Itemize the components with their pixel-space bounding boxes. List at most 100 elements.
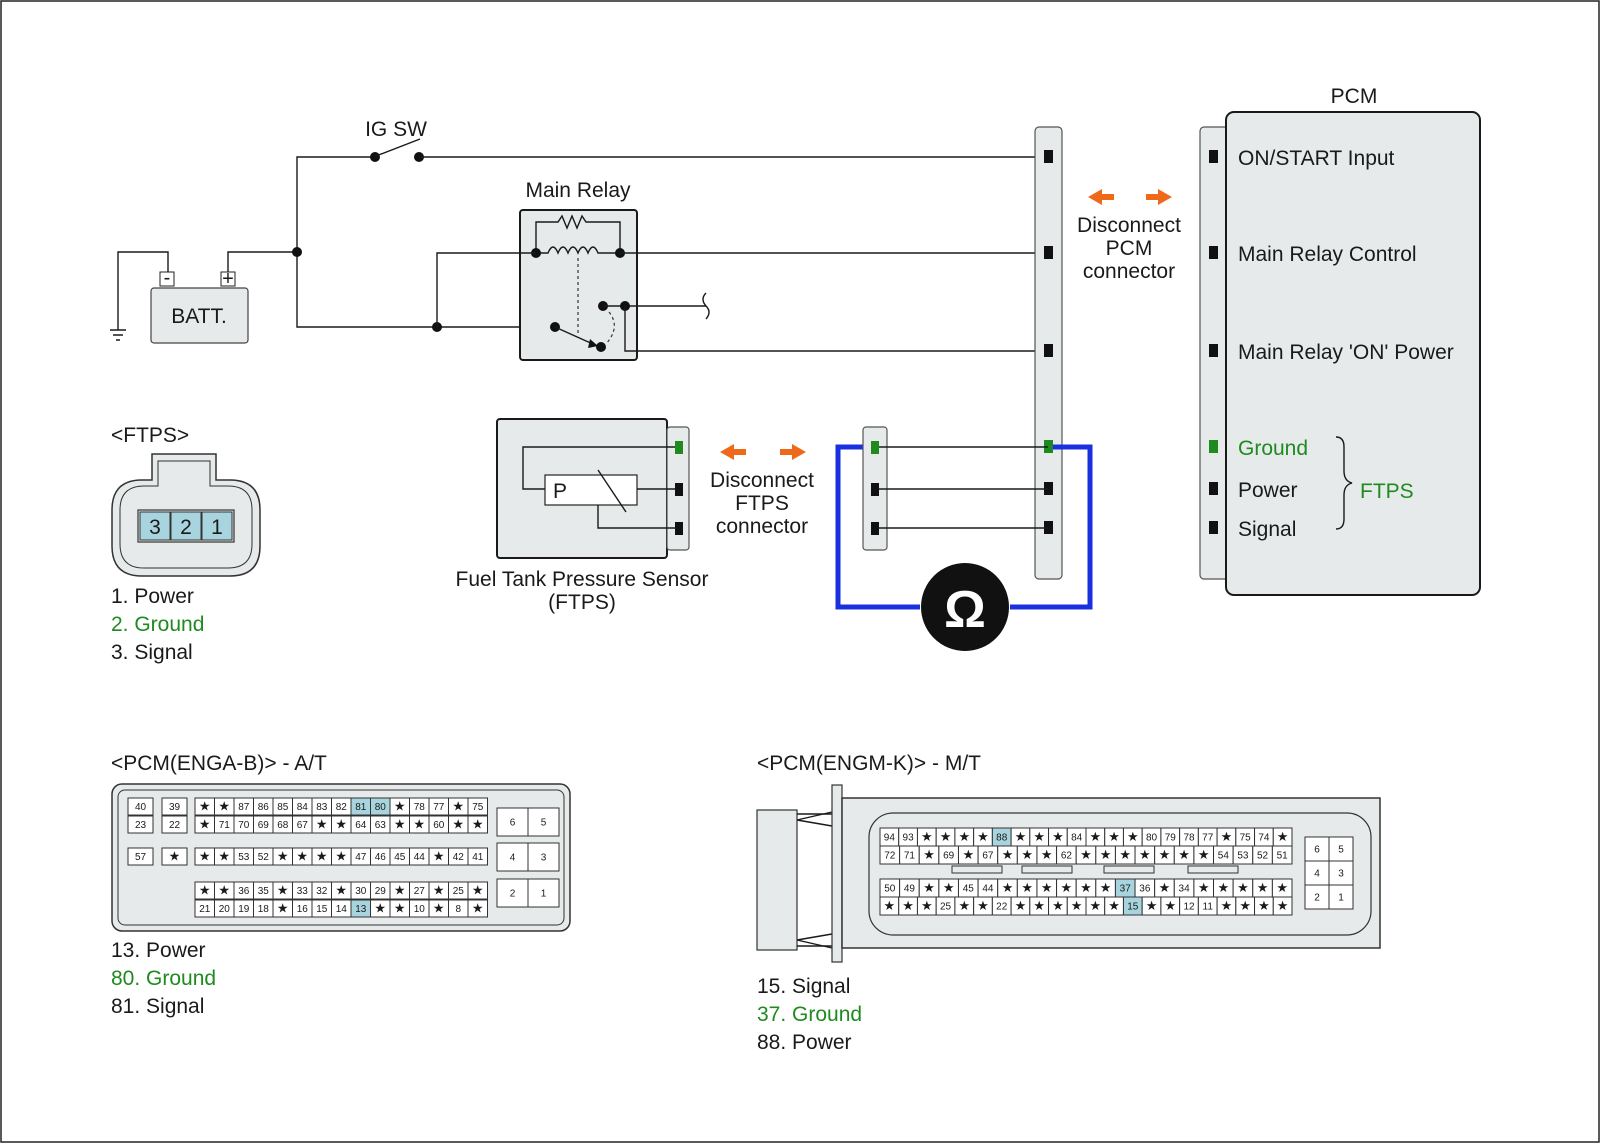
connector-pin-label: 74 [1258,833,1270,844]
pcm-pin-label: ON/START Input [1238,147,1395,170]
connector-pin-label: 71 [219,820,231,831]
engm-title: <PCM(ENGM-K)> - M/T [757,752,981,775]
connector-pin [467,899,488,918]
connector-pin-label: 39 [169,802,181,813]
pin-legend-item: 88. Power [757,1031,852,1054]
ohmmeter-loop [835,444,1093,610]
connector-pin-label: 6 [510,818,516,829]
connector-pin [1272,896,1293,916]
connector-pin [527,807,560,837]
connector-pin-label: 42 [453,852,465,863]
connector-pin [527,878,560,908]
connector-pin-label: 29 [375,886,387,897]
connector-pin-label: ★ [316,817,328,832]
connector-pin-label: 25 [453,886,465,897]
connector-pin-label: 77 [1202,833,1214,844]
connector-pin-label: 71 [904,851,916,862]
connector-pin-label: 88 [996,833,1008,844]
connector-pin-label: 2 [510,889,516,900]
connector-pin-label: 8 [455,904,461,915]
pcm-pin-terminal [1209,482,1218,495]
connector-pin-label: ★ [902,898,914,913]
ftps-pin [201,511,233,541]
pcm-pin-label: Power [1238,479,1298,502]
connector-pin-label: 82 [336,802,348,813]
ftps-connector-title: <FTPS> [111,424,189,447]
connector-pin-label: 16 [297,904,309,915]
connector-pin-label: 22 [169,820,181,831]
connector-pin [1328,836,1354,862]
connector-pin-label: ★ [413,817,425,832]
connector-pin [127,847,154,866]
connector-pin-label: ★ [1002,880,1014,895]
connector-pin-label: ★ [1146,898,1158,913]
connector-pin-label: ★ [433,849,445,864]
ftps-pin [170,511,202,541]
enga-title: <PCM(ENGA-B)> - A/T [111,752,327,775]
arrow-right-icon [780,444,806,460]
pin-legend-item: 81. Signal [111,995,204,1018]
connector-pin-label: ★ [1071,898,1083,913]
connector-pin-label: 45 [963,884,975,895]
connector-pin-label: 57 [135,852,147,863]
ftps-sensor: P Fuel Tank Pressure Sensor (FTPS) [456,418,708,614]
connector-pin-label: 77 [433,802,445,813]
connector-pin-label: ★ [218,799,230,814]
battery-label: BATT. [171,305,227,328]
connector-pin-label: ★ [958,898,970,913]
connector-pin-label: ★ [1198,847,1210,862]
connector-pin-label: 70 [238,820,250,831]
connector-pin-label: ★ [1080,880,1092,895]
connector-pin-label: 94 [884,833,896,844]
connector-pin-label: ★ [1052,829,1064,844]
pcm-pin-label: Signal [1238,518,1296,541]
pcm-title: PCM [1331,85,1378,108]
connector-pin-label: ★ [1033,898,1045,913]
connector-pin-label: 3 [541,853,547,864]
wire-batt-relay [296,252,555,328]
connector-pin-label: 14 [336,904,348,915]
connector-pin-label: 67 [982,851,994,862]
pin-legend-item: 80. Ground [111,967,216,990]
connector-pin-label: ★ [1164,898,1176,913]
connector-pin [467,881,488,900]
pcm-pin-terminal [1209,150,1218,163]
connector-pin-label: ★ [1178,847,1190,862]
connector-pin-label: ★ [1257,880,1269,895]
pcm-pin-terminal [1209,521,1218,534]
connector-pin-label: 69 [943,851,955,862]
connector-pin-label: ★ [335,883,347,898]
connector-pin-label: 83 [316,802,328,813]
connector-pin-label: 54 [1218,851,1230,862]
connector-pin-label: ★ [1015,898,1027,913]
connector-pin-label: ★ [1221,898,1233,913]
pin-legend-item: 15. Signal [757,975,850,998]
connector-pin-label: 80 [1146,833,1158,844]
connector-pin-label: ★ [199,817,211,832]
connector-pin-label: 35 [258,886,270,897]
connector-pin-label: 33 [297,886,309,897]
connector-pin-label: 86 [258,802,270,813]
connector-pin [467,815,488,834]
connector-pin [467,797,488,816]
connector-pin-label: ★ [1221,829,1233,844]
svg-text:connector: connector [716,515,808,538]
connector-pin-label: 64 [355,820,367,831]
connector-pin-label: 25 [940,902,952,913]
pcm-pin-label: Main Relay 'ON' Power [1238,341,1454,364]
svg-text:(FTPS): (FTPS) [548,591,616,614]
connector-pin-label: 75 [472,802,484,813]
connector-pin-label: ★ [296,849,308,864]
connector-pin [496,842,529,872]
connector-pin-label: 75 [1240,833,1252,844]
connector-pin-label: ★ [1090,829,1102,844]
connector-pin-label: 23 [135,820,147,831]
connector-pin-label: 37 [1120,884,1132,895]
connector-pin-label: 53 [238,852,250,863]
wire-break [702,292,710,320]
ig-switch: IG SW [365,118,1048,162]
connector-pin-label: ★ [1052,898,1064,913]
connector-pin-label: 46 [375,852,387,863]
